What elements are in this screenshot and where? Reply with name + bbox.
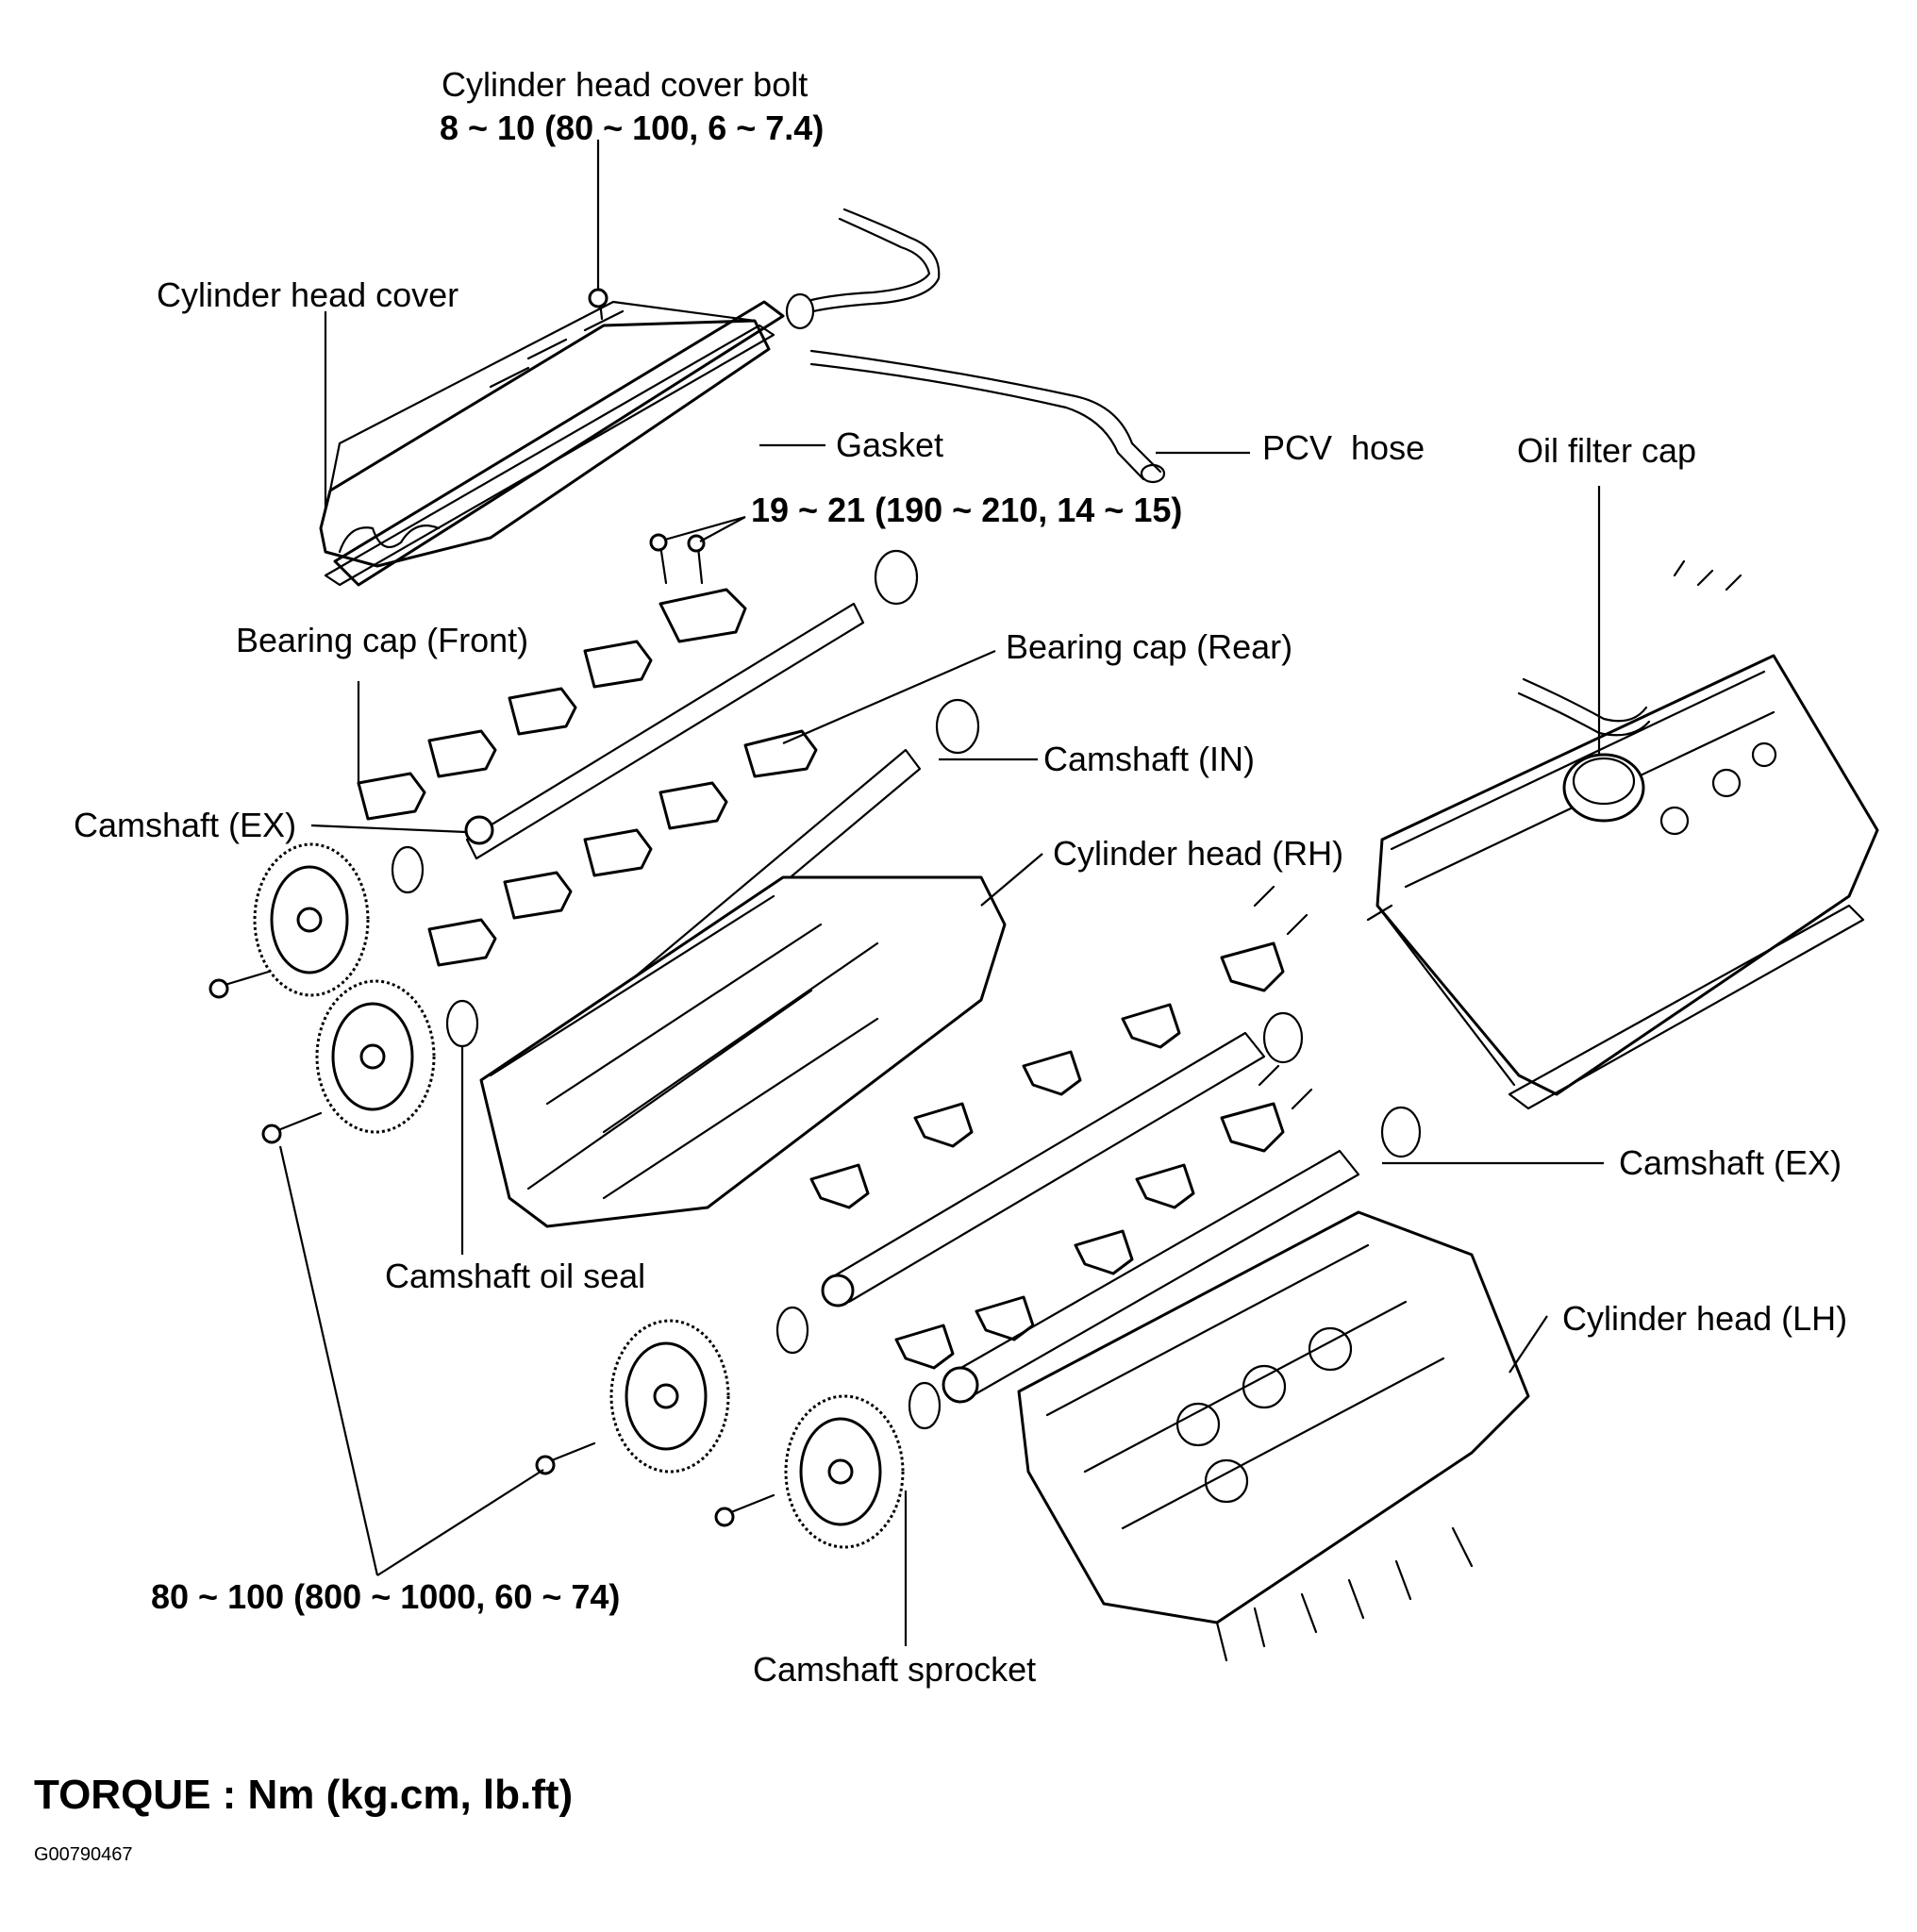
cylinder-head-rh-drawing	[479, 875, 1007, 1228]
bearing-caps-lower-drawing	[809, 885, 1313, 1370]
upper-sprockets-drawing	[208, 842, 479, 1144]
pcv-hose-drawing	[785, 208, 1166, 484]
label-cover-bolt: Cylinder head cover bolt	[442, 65, 808, 104]
label-cylinder-head-lh: Cylinder head (LH)	[1562, 1299, 1847, 1338]
right-cover-assembly-drawing	[1366, 559, 1879, 1110]
label-bearing-cap-torque: 19 ~ 21 (190 ~ 210, 14 ~ 15)	[751, 491, 1182, 529]
bearing-caps-upper-drawing	[357, 588, 818, 967]
label-camshaft-in: Camshaft (IN)	[1043, 740, 1255, 778]
leader-lines	[278, 140, 1604, 1646]
label-bearing-cap-front: Bearing cap (Front)	[236, 621, 528, 659]
bearing-cap-bolts-drawing	[649, 533, 706, 585]
cylinder-head-cover-drawing	[319, 300, 785, 587]
label-gasket: Gasket	[836, 425, 943, 464]
label-sprocket-torque: 80 ~ 100 (800 ~ 1000, 60 ~ 74)	[151, 1577, 620, 1616]
camshaft-ex-lower-drawing	[821, 1011, 1304, 1307]
label-cover-bolt-torque: 8 ~ 10 (80 ~ 100, 6 ~ 7.4)	[440, 108, 824, 147]
cover-bolt-drawing	[588, 288, 608, 321]
gasket-drawing	[324, 324, 775, 587]
label-camshaft-ex-right: Camshaft (EX)	[1619, 1143, 1842, 1182]
cylinder-head-lh-drawing	[1017, 1210, 1530, 1662]
label-head-cover: Cylinder head cover	[157, 275, 458, 314]
camshaft-ex-upper-drawing	[464, 549, 919, 860]
label-camshaft-oil-seal: Camshaft oil seal	[385, 1257, 645, 1295]
camshaft-in-lower-drawing	[942, 1106, 1422, 1404]
label-bearing-cap-rear: Bearing cap (Rear)	[1006, 627, 1292, 666]
label-camshaft-ex-left: Camshaft (EX)	[74, 806, 296, 844]
label-cylinder-head-rh: Cylinder head (RH)	[1053, 834, 1343, 873]
label-camshaft-sprocket: Camshaft sprocket	[753, 1650, 1036, 1689]
torque-units-note: TORQUE : Nm (kg.cm, lb.ft)	[34, 1772, 573, 1818]
label-pcv-hose: PCV hose	[1262, 428, 1425, 467]
figure-code: G00790467	[34, 1844, 133, 1865]
lower-sprockets-drawing	[535, 1306, 942, 1549]
label-oil-filter-cap: Oil filter cap	[1517, 431, 1696, 470]
